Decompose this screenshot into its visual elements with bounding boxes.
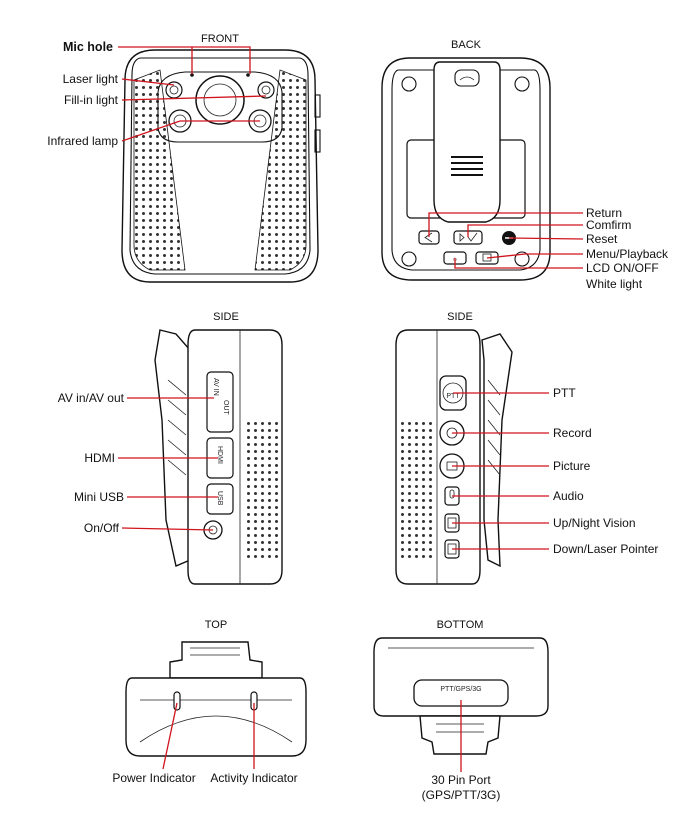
fill-in-light xyxy=(257,81,275,99)
record-label: Record xyxy=(553,426,592,440)
av-in-text: AV IN xyxy=(212,378,219,396)
top-body xyxy=(125,677,307,757)
camera-lens xyxy=(195,75,245,125)
av-label: AV in/AV out xyxy=(58,391,125,405)
usb-port xyxy=(206,483,234,515)
bottom-view: BOTTOM PTT/GPS/3G 30 Pin Port (GPS/PTT/3… xyxy=(373,619,549,802)
port-label-line1: 30 Pin Port xyxy=(431,773,491,787)
confirm-label: Comfirm xyxy=(586,218,631,232)
hdmi-text: HDMI xyxy=(216,446,223,464)
side-right-title: SIDE xyxy=(447,311,473,323)
side-view-right: SIDE PTT PTT Record Picture Audio Up/Ni xyxy=(395,311,658,585)
usb-text: USB xyxy=(216,491,223,506)
fill-in-light-label: Fill-in light xyxy=(64,93,119,107)
on-off-label: On/Off xyxy=(84,521,120,535)
top-title: TOP xyxy=(205,619,227,631)
infrared-lamp-label: Infrared lamp xyxy=(47,134,118,148)
power-indicator xyxy=(173,691,181,711)
menu-playback-label: Menu/Playback xyxy=(586,247,669,261)
picture-label: Picture xyxy=(553,459,591,473)
back-view: BACK ☼ Return Co xyxy=(381,39,669,291)
up-night-label: Up/Night Vision xyxy=(553,516,636,530)
ptt-label: PTT xyxy=(553,386,576,400)
top-view: TOP Power Indicator Activity Indicator xyxy=(112,619,307,785)
ptt-text: PTT xyxy=(446,393,460,400)
av-port xyxy=(206,371,234,433)
top-clip xyxy=(169,641,263,679)
bottom-title: BOTTOM xyxy=(437,619,484,631)
mic-hole-right xyxy=(246,73,250,77)
side-view-left: SIDE AV IN OUT HDMI USB AV in/AV out HDM… xyxy=(58,311,283,585)
side-right-clip xyxy=(481,333,513,568)
port-text: PTT/GPS/3G xyxy=(440,686,481,693)
side-left-clip xyxy=(154,329,191,567)
mic-hole-left xyxy=(190,73,194,77)
front-grip-right xyxy=(254,69,307,271)
activity-indicator-label: Activity Indicator xyxy=(210,771,297,785)
audio-label: Audio xyxy=(553,489,584,503)
hdmi-label: HDMI xyxy=(84,451,115,465)
back-title: BACK xyxy=(451,39,482,51)
bottom-clip xyxy=(419,715,501,755)
mic-hole-label: Mic hole xyxy=(63,40,113,54)
reset-label: Reset xyxy=(586,232,618,246)
front-view: FRONT Mic hole Laser ligh xyxy=(47,33,321,283)
side-left-title: SIDE xyxy=(213,311,239,323)
laser-light-label: Laser light xyxy=(63,72,119,86)
power-indicator-label: Power Indicator xyxy=(112,771,195,785)
down-laser-label: Down/Laser Pointer xyxy=(553,542,658,556)
mini-usb-label: Mini USB xyxy=(74,490,124,504)
port-label-line2: (GPS/PTT/3G) xyxy=(422,788,501,802)
front-title: FRONT xyxy=(201,33,239,45)
return-label: Return xyxy=(586,206,622,220)
front-grip-left xyxy=(133,69,186,271)
belt-clip xyxy=(433,61,501,223)
av-out-text: OUT xyxy=(222,400,229,416)
lcd-on-off-label: LCD ON/OFF xyxy=(586,261,659,275)
white-light-label: White light xyxy=(586,277,643,291)
